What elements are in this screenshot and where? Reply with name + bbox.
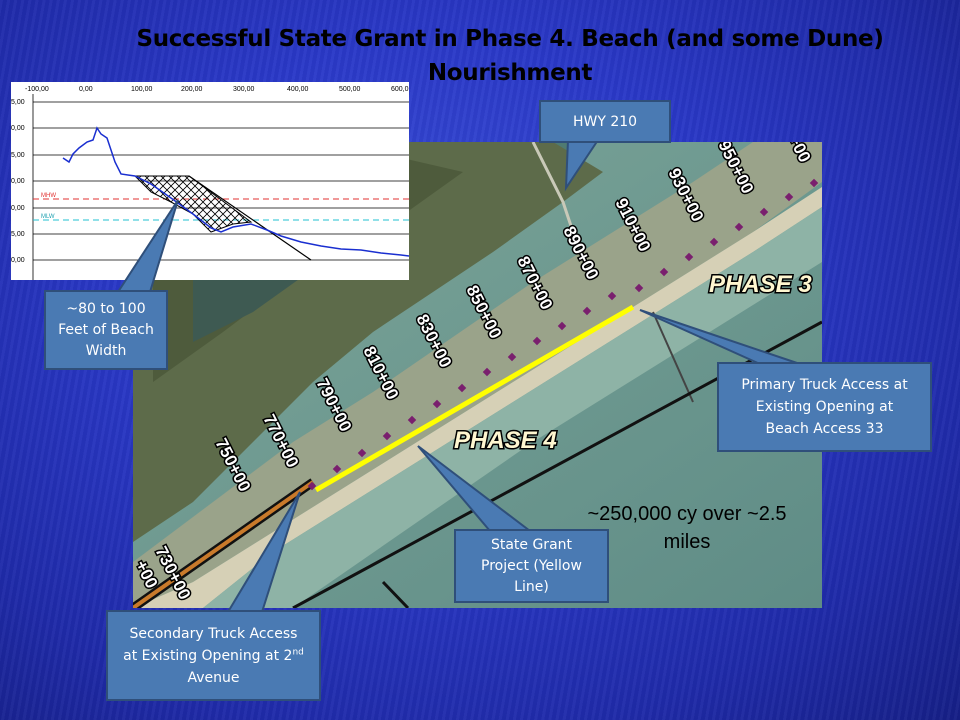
beach-width-callout: ~80 to 100 Feet of Beach Width [44,290,168,370]
fill-template-hatch [133,175,253,233]
title-line-2: Nourishment [427,60,593,86]
secondary-line-2-wrap: at Existing Opening at 2nd [123,645,304,667]
station-marker [659,267,669,277]
phase-4-label: PHASE 4 [454,427,557,454]
station-marker [382,431,392,441]
slide-title: Successful State Grant in Phase 4. Beach… [90,22,930,90]
station-marker [407,415,417,425]
phase-3-label: PHASE 3 [709,271,812,298]
station-marker [582,306,592,316]
grant-line-2: Project (Yellow [481,557,582,574]
y-tick: 0,00 [11,205,25,212]
station-marker [357,448,367,458]
y-tick: 0,00 [11,125,25,132]
volume-note: ~250,000 cy over ~2.5 miles [562,500,812,556]
mhw-label: MHW [41,193,56,199]
station-marker [507,352,517,362]
beach-width-line-3: Width [85,342,127,359]
profile-line [62,126,410,257]
y-tick: 5,00 [11,152,25,159]
design-slope-line [188,175,312,261]
grant-yellow-line [314,304,635,493]
station-marker [307,481,317,491]
x-tick: 300,00 [233,86,255,93]
y-tick: 5,00 [11,99,25,106]
station-marker [432,399,442,409]
volume-line-2: miles [663,531,711,553]
beach-width-line-2: Feet of Beach [58,321,154,338]
primary-line-2: Existing Opening at [755,399,894,415]
highway-road [531,142,575,233]
grant-line-3: Line) [514,578,549,595]
x-tick: 0,00 [79,86,93,93]
station-marker [607,291,617,301]
profile-y-ticks: 5,00 0,00 5,00 0,00 0,00 5,00 0,00 [11,99,25,264]
mlw-label: MLW [41,214,55,220]
hwy-callout: HWY 210 [539,100,671,143]
beach-profile-graphic: -100,00 0,00 100,00 200,00 300,00 400,00… [11,86,410,280]
station-marker [332,464,342,474]
x-tick: 600,0 [391,86,409,93]
nearshore-water [203,207,822,608]
station-marker [482,367,492,377]
grant-line-1: State Grant [490,536,573,553]
x-tick: -100,00 [25,86,49,93]
profile-x-ticks: -100,00 0,00 100,00 200,00 300,00 400,00… [25,86,409,93]
y-tick: 0,00 [11,178,25,185]
x-tick: 400,00 [287,86,309,93]
title-line-1: Successful State Grant in Phase 4. Beach… [136,26,884,52]
beach-profile-chart: -100,00 0,00 100,00 200,00 300,00 400,00… [11,82,410,280]
x-tick: 200,00 [181,86,203,93]
secondary-line-3: Avenue [187,669,240,686]
x-tick: 100,00 [131,86,153,93]
secondary-superscript: nd [292,646,304,657]
primary-line-3: Beach Access 33 [765,421,884,437]
survey-tick [381,580,410,608]
y-tick: 0,00 [11,257,25,264]
y-tick: 5,00 [11,231,25,238]
secondary-line-2: at Existing Opening at 2 [123,647,293,664]
station-marker [634,283,644,293]
secondary-access-callout: Secondary Truck Access at Existing Openi… [106,610,321,701]
state-grant-callout: State Grant Project (Yellow Line) [454,529,609,603]
x-tick: 500,00 [339,86,361,93]
station-marker [457,383,467,393]
volume-line-1: ~250,000 cy over ~2.5 [587,503,787,525]
secondary-line-1: Secondary Truck Access [129,625,298,642]
primary-line-1: Primary Truck Access at [741,377,908,393]
profile-grid [32,94,409,280]
station-markers [307,178,819,491]
primary-access-callout: Primary Truck Access at Existing Opening… [717,362,932,452]
station-marker [557,321,567,331]
station-marker [532,336,542,346]
beach-width-line-1: ~80 to 100 [66,300,146,317]
hwy-label: HWY 210 [572,113,638,130]
